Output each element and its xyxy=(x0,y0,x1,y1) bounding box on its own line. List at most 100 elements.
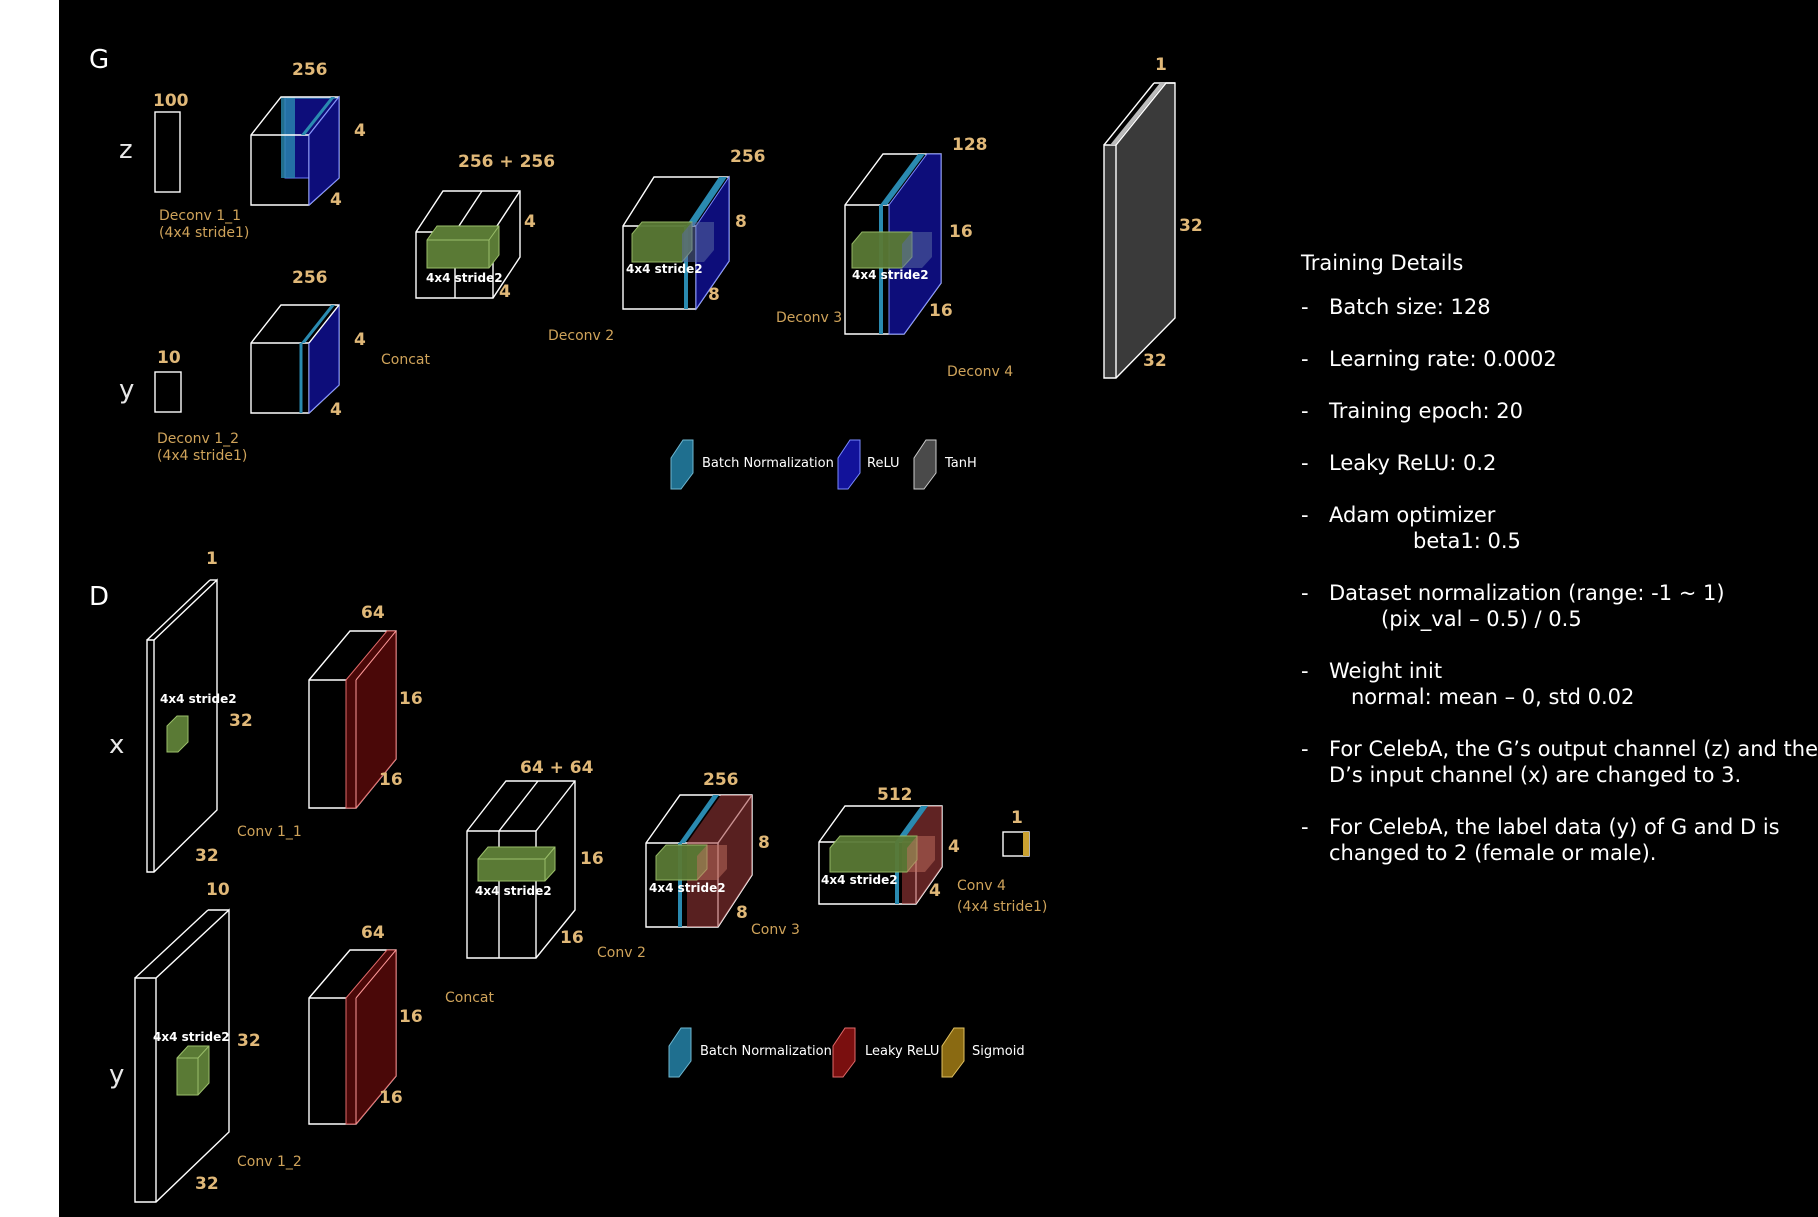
d-x-input-block xyxy=(146,578,218,873)
d-conv1-2-block xyxy=(308,949,397,1125)
g-deconv1-2-w: 4 xyxy=(330,400,342,420)
g-deconv1-1-channels: 256 xyxy=(292,60,328,80)
d-y-kernel: 4x4 stride2 xyxy=(153,1030,230,1044)
training-detail-item: -Learning rate: 0.0002 xyxy=(1301,346,1818,372)
g-concat-h: 4 xyxy=(524,212,536,232)
discriminator-section-label: D xyxy=(89,582,109,612)
d-conv1-1-channels: 64 xyxy=(361,603,385,623)
g-legend-swatch-relu xyxy=(837,439,861,490)
g-legend-swatch-tanh xyxy=(913,439,937,490)
d-conv1-2-h: 16 xyxy=(399,1007,423,1027)
d-y-var: y xyxy=(109,1060,124,1090)
d-conv2-kernel: 4x4 stride2 xyxy=(649,881,726,895)
d-conv2-h: 8 xyxy=(758,833,770,853)
training-detail-text: Training epoch: 20 xyxy=(1329,399,1523,423)
training-detail-text: Dataset normalization (range: -1 ~ 1) xyxy=(1329,581,1725,605)
list-dash: - xyxy=(1301,347,1309,371)
training-detail-item: -For CelebA, the G’s output channel (z) … xyxy=(1301,736,1818,788)
d-conv4-desc: (4x4 stride1) xyxy=(957,899,1047,915)
d-conv3-block xyxy=(818,805,943,905)
training-detail-item: -Dataset normalization (range: -1 ~ 1)(p… xyxy=(1301,580,1818,632)
d-legend-swatch-batchnorm xyxy=(668,1027,692,1078)
training-detail-subtext: (pix_val – 0.5) / 0.5 xyxy=(1381,607,1582,631)
training-detail-item: -Leaky ReLU: 0.2 xyxy=(1301,450,1818,476)
d-conv3-name: Conv 3 xyxy=(751,922,800,938)
g-z-dim: 100 xyxy=(153,91,189,111)
g-legend-label-relu: ReLU xyxy=(867,456,900,471)
g-concat-channels: 256 + 256 xyxy=(458,152,555,172)
g-deconv2-kernel: 4x4 stride2 xyxy=(626,262,703,276)
g-z-input-block xyxy=(154,111,181,193)
d-legend-swatch-leaky-relu xyxy=(832,1027,856,1078)
d-concat-name: Concat xyxy=(445,990,494,1006)
g-deconv3-channels: 128 xyxy=(952,135,988,155)
training-detail-subtext: beta1: 0.5 xyxy=(1413,529,1521,553)
d-legend-swatch-sigmoid xyxy=(941,1027,965,1078)
d-legend: Batch Normalization Leaky ReLU Sigmoid xyxy=(668,1027,1025,1078)
d-conv1-2-channels: 64 xyxy=(361,923,385,943)
d-concat-w: 16 xyxy=(560,928,584,948)
d-conv3-kernel: 4x4 stride2 xyxy=(821,873,898,887)
g-deconv4-channels: 1 xyxy=(1155,55,1167,75)
d-conv1-2-name: Conv 1_2 xyxy=(237,1154,302,1170)
g-y-var: y xyxy=(119,375,134,405)
g-deconv3-kernel: 4x4 stride2 xyxy=(852,268,929,282)
g-deconv4-name: Deconv 4 xyxy=(947,364,1013,380)
g-deconv1-1-w: 4 xyxy=(330,190,342,210)
training-detail-item: -For CelebA, the label data (y) of G and… xyxy=(1301,814,1818,866)
g-concat-kernel: 4x4 stride2 xyxy=(426,271,503,285)
g-y-input-block xyxy=(154,371,182,413)
g-deconv1-2-block xyxy=(250,303,340,415)
g-deconv1-1-desc: (4x4 stride1) xyxy=(159,225,249,241)
training-detail-item: -Batch size: 128 xyxy=(1301,294,1818,320)
g-deconv1-2-name: Deconv 1_2 xyxy=(157,431,239,447)
g-deconv2-block xyxy=(622,175,730,311)
d-conv2-block xyxy=(645,794,753,928)
g-deconv1-1-h: 4 xyxy=(354,121,366,141)
list-dash: - xyxy=(1301,659,1309,683)
list-dash: - xyxy=(1301,815,1309,839)
d-conv2-channels: 256 xyxy=(703,770,739,790)
d-legend-label-leaky-relu: Leaky ReLU xyxy=(865,1044,939,1059)
g-deconv4-h: 32 xyxy=(1179,216,1203,236)
d-legend-label-batchnorm: Batch Normalization xyxy=(700,1044,832,1059)
training-details-title: Training Details xyxy=(1301,251,1464,275)
list-dash: - xyxy=(1301,451,1309,475)
g-deconv1-2-channels: 256 xyxy=(292,268,328,288)
g-deconv1-2-h: 4 xyxy=(354,330,366,350)
training-details-list: -Batch size: 128-Learning rate: 0.0002-T… xyxy=(1301,294,1818,866)
architecture-diagram: G z 100 y 10 256 4 4 Deconv 1_1 (4x4 str… xyxy=(89,45,1203,1203)
d-x-w: 32 xyxy=(195,846,219,866)
list-dash: - xyxy=(1301,399,1309,423)
g-deconv4-w: 32 xyxy=(1143,351,1167,371)
d-conv4-channels: 1 xyxy=(1011,808,1023,828)
g-deconv3-name: Deconv 3 xyxy=(776,310,842,326)
training-detail-text: For CelebA, the label data (y) of G and … xyxy=(1329,815,1780,865)
g-concat-w: 4 xyxy=(499,282,511,302)
d-concat-block xyxy=(466,780,576,959)
training-details-panel: Training Details -Batch size: 128-Learni… xyxy=(1301,250,1818,892)
g-deconv1-1-block xyxy=(250,95,340,207)
training-detail-text: Batch size: 128 xyxy=(1329,295,1491,319)
d-conv1-2-w: 16 xyxy=(379,1088,403,1108)
training-detail-text: Learning rate: 0.0002 xyxy=(1329,347,1557,371)
d-x-channels: 1 xyxy=(206,549,218,569)
g-concat-block xyxy=(415,190,521,299)
diagram-canvas: G z 100 y 10 256 4 4 Deconv 1_1 (4x4 str… xyxy=(59,0,1818,1217)
d-concat-channels: 64 + 64 xyxy=(520,758,594,778)
d-conv4-sigmoid-fill xyxy=(1023,832,1029,856)
d-conv2-name: Conv 2 xyxy=(597,945,646,961)
d-x-h: 32 xyxy=(229,711,253,731)
g-concat-name: Concat xyxy=(381,352,430,368)
d-conv3-channels: 512 xyxy=(877,785,913,805)
d-conv1-1-block xyxy=(308,630,397,809)
g-deconv2-name: Deconv 2 xyxy=(548,328,614,344)
g-deconv2-channels: 256 xyxy=(730,147,766,167)
training-detail-text: Adam optimizer xyxy=(1329,503,1496,527)
training-detail-text: Leaky ReLU: 0.2 xyxy=(1329,451,1497,475)
d-x-kernel: 4x4 stride2 xyxy=(160,692,237,706)
list-dash: - xyxy=(1301,737,1309,761)
training-detail-text: Weight init xyxy=(1329,659,1443,683)
d-y-channels: 10 xyxy=(206,880,230,900)
